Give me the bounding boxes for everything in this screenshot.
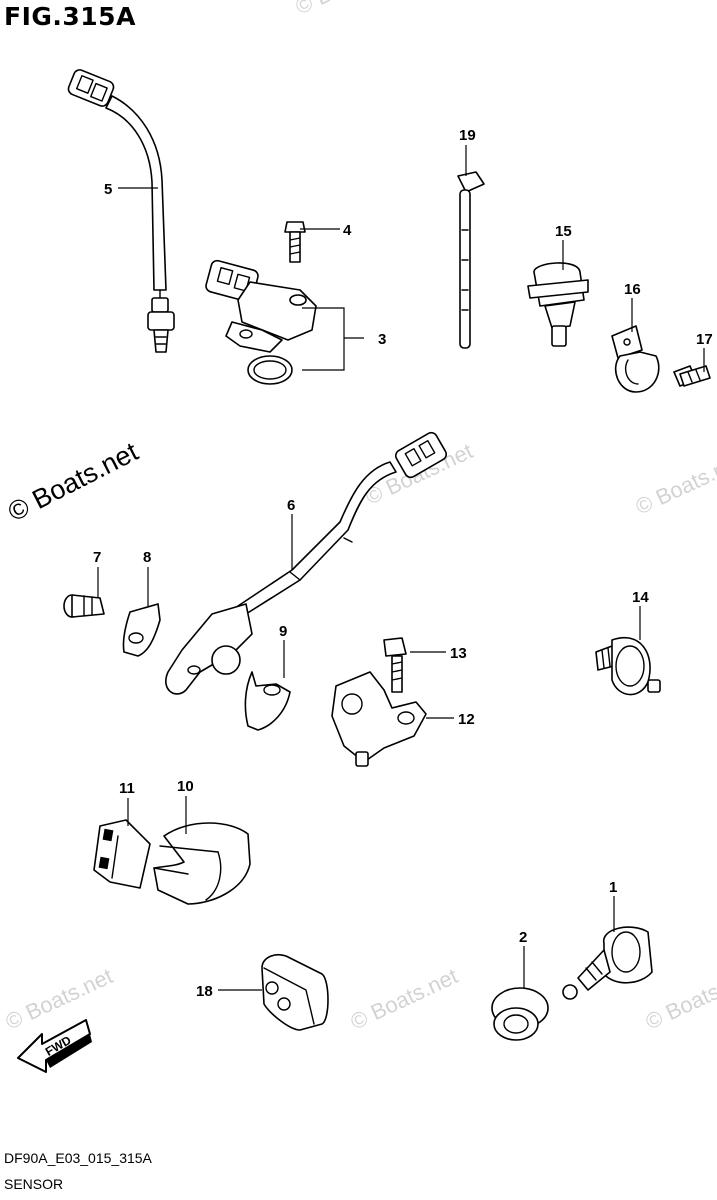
figure-code: DF90A_E03_015_315A	[4, 1150, 152, 1166]
part-19-cable-tie	[457, 171, 485, 349]
leader-lines	[97, 145, 705, 991]
part-12-tps	[331, 671, 427, 767]
callout-9: 9	[279, 623, 287, 640]
part-15-clip	[527, 262, 589, 347]
callout-13: 13	[450, 645, 467, 662]
callout-8: 8	[143, 549, 151, 566]
part-18-pad	[261, 953, 329, 1031]
part-17-bolt	[673, 365, 711, 387]
callout-11: 11	[119, 780, 135, 797]
callout-1: 1	[609, 879, 617, 896]
callout-14: 14	[632, 589, 649, 606]
watermark-faint-3: © Boats.net	[632, 448, 717, 519]
watermark-main: © Boats.net	[3, 436, 143, 527]
callout-18: 18	[196, 983, 213, 1000]
callout-5: 5	[104, 181, 112, 198]
watermark-faint-1: © Boats.net	[292, 0, 407, 20]
callout-6: 6	[287, 497, 295, 514]
callout-4: 4	[343, 222, 352, 239]
part-10-cover	[153, 822, 251, 905]
callout-7: 7	[93, 549, 101, 566]
watermark-faint-6: © Boats.net	[642, 963, 717, 1034]
part-5-sensor-lead	[67, 69, 175, 353]
part-9-shim	[244, 671, 291, 731]
part-6-position-sensor	[165, 431, 448, 695]
figure-title: FIG.315A	[4, 2, 136, 31]
part-4-bolt	[284, 221, 306, 263]
callout-10: 10	[177, 778, 194, 795]
callout-12: 12	[458, 711, 475, 728]
callout-17: 17	[696, 331, 713, 348]
watermark-faint-5: © Boats.net	[347, 963, 462, 1034]
part-3-map-sensor	[205, 259, 317, 385]
callout-3: 3	[378, 331, 386, 348]
figure-name: SENSOR	[4, 1176, 64, 1192]
callout-numbers: 5 4 3 19 15 16 17 6 7 8 9 13 12 14 11 10…	[93, 127, 713, 1000]
part-11-tape	[93, 819, 151, 889]
callout-16: 16	[624, 281, 641, 298]
callout-19: 19	[459, 127, 476, 144]
callout-2: 2	[519, 929, 527, 946]
callout-15: 15	[555, 223, 572, 240]
part-7-bolt	[63, 594, 105, 618]
part-8-shim	[122, 603, 161, 657]
watermark-faint-4: © Boats.net	[2, 963, 117, 1034]
fwd-direction-arrow: FWD	[17, 1019, 92, 1073]
part-13-bolt	[383, 637, 407, 693]
part-1-temp-sensor	[562, 926, 653, 1000]
part-14-switch	[595, 637, 661, 696]
part-16-clamp	[611, 325, 660, 393]
part-2-grommet	[491, 987, 549, 1041]
